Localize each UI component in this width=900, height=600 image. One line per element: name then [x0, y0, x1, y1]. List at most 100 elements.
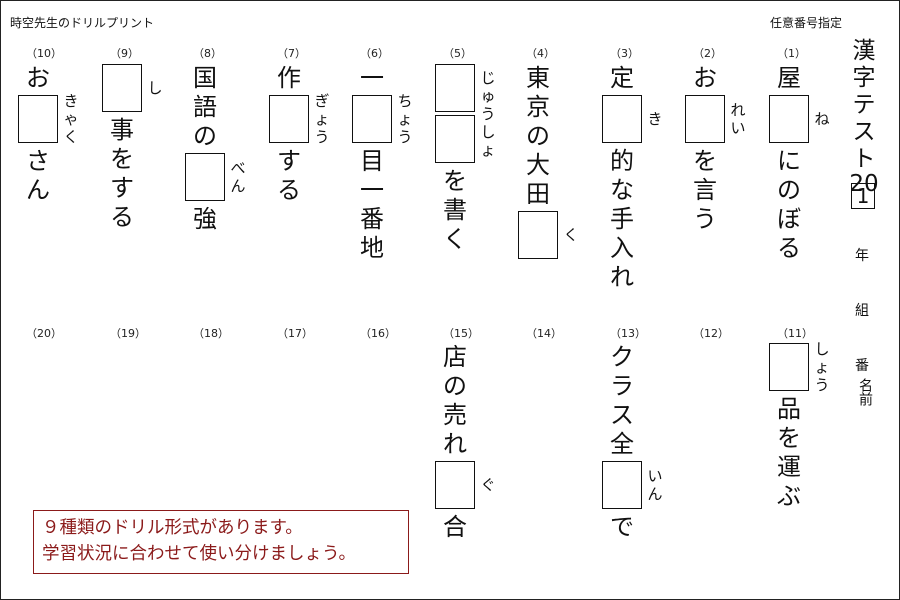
question-text: 事をする — [105, 116, 139, 232]
question-char: く — [443, 225, 467, 253]
reading-char: ょ — [397, 110, 413, 128]
reading-char: い — [730, 119, 746, 137]
reading-hint: しょう — [813, 340, 831, 394]
answer-box[interactable] — [435, 64, 475, 112]
question-char: ぶ — [777, 482, 801, 510]
reading-hint: ね — [813, 110, 831, 128]
question-text: 国語の — [188, 64, 222, 151]
question-char: る — [277, 176, 301, 204]
question-text: 定 — [605, 64, 639, 93]
question-char: 事 — [110, 116, 134, 144]
reading-hint: し — [146, 79, 164, 97]
reading-char: う — [397, 128, 413, 146]
question-char: 強 — [193, 205, 217, 233]
question-text: にのぼる — [772, 147, 806, 263]
reading-char: き — [647, 110, 663, 128]
title-year-prefix: 20 — [849, 171, 879, 197]
question-text: 強 — [188, 205, 222, 234]
question-char: を — [110, 145, 134, 173]
question-char: ク — [610, 343, 634, 371]
reading-char: ょ — [814, 358, 830, 376]
reading-char: ん — [647, 485, 663, 503]
question-char: れ — [610, 263, 634, 291]
title-char: テ — [852, 92, 876, 118]
question-text: を言う — [688, 147, 722, 234]
question-char: を — [693, 147, 717, 175]
answer-box[interactable] — [435, 461, 475, 509]
answer-box[interactable] — [18, 95, 58, 143]
reading-hint: いん — [646, 467, 664, 503]
question-text: 的な手入れ — [605, 147, 639, 292]
question-char: 全 — [610, 430, 634, 458]
reading-char: き — [63, 92, 79, 110]
question-char: る — [110, 203, 134, 231]
question-text: する — [272, 147, 306, 205]
question-char: ぼ — [777, 205, 801, 233]
question-char: 屋 — [777, 64, 801, 92]
question-number: （10） — [26, 47, 62, 60]
question-number: （18） — [193, 327, 229, 340]
question-char: 作 — [277, 64, 301, 92]
answer-box[interactable] — [685, 95, 725, 143]
question-number: （12） — [693, 327, 729, 340]
question-char: 語 — [193, 93, 217, 121]
reading-char: ゃ — [63, 110, 79, 128]
question-char: ん — [26, 176, 50, 204]
question-char: 東 — [526, 64, 550, 92]
question-text: を書く — [438, 167, 472, 254]
question-text: 一 — [355, 64, 389, 93]
question-char: の — [526, 122, 550, 150]
answer-box[interactable] — [352, 95, 392, 143]
question-text: お — [688, 64, 722, 93]
reading-hint: ぎょう — [313, 92, 331, 146]
reading-char: ぎ — [314, 92, 330, 110]
question-char: う — [693, 205, 717, 233]
answer-box[interactable] — [102, 64, 142, 112]
question-char: 品 — [777, 395, 801, 423]
question-text: 品を運ぶ — [772, 395, 806, 511]
reading-char: い — [647, 467, 663, 485]
reading-char: れ — [730, 101, 746, 119]
note-line-1: ９種類のドリル形式があります。 — [42, 518, 303, 538]
question-text: 作 — [272, 64, 306, 93]
question-number: （2） — [693, 47, 722, 60]
reading-char: う — [314, 128, 330, 146]
reading-char: ね — [814, 110, 830, 128]
reading-char: ゅ — [480, 86, 496, 105]
question-number: （7） — [277, 47, 306, 60]
question-number: （6） — [360, 47, 389, 60]
question-number: （20） — [26, 327, 62, 340]
question-char: 大 — [526, 151, 550, 179]
answer-box[interactable] — [435, 115, 475, 163]
question-char: さ — [26, 147, 50, 175]
question-number: （4） — [526, 47, 555, 60]
title-char: ス — [852, 119, 876, 145]
answer-box[interactable] — [185, 153, 225, 201]
question-char: 手 — [610, 205, 634, 233]
question-char: 運 — [777, 453, 801, 481]
question-char: を — [443, 167, 467, 195]
reading-char: く — [563, 226, 579, 244]
reading-char: し — [814, 340, 830, 358]
reading-char: じ — [480, 68, 496, 87]
question-char: 入 — [610, 234, 634, 262]
answer-box[interactable] — [602, 95, 642, 143]
question-number: （1） — [777, 47, 806, 60]
answer-box[interactable] — [769, 95, 809, 143]
answer-box[interactable] — [602, 461, 642, 509]
answer-box[interactable] — [769, 343, 809, 391]
question-char: る — [777, 234, 801, 262]
class-label: 組 — [855, 303, 869, 319]
reading-char: べ — [230, 159, 246, 177]
question-char: す — [110, 174, 134, 202]
question-number: （14） — [526, 327, 562, 340]
question-number: （5） — [443, 47, 472, 60]
reading-char: く — [63, 128, 79, 146]
answer-box[interactable] — [269, 95, 309, 143]
question-number: （8） — [193, 47, 222, 60]
question-char: 書 — [443, 196, 467, 224]
reading-hint: ぐ — [479, 476, 497, 494]
question-text: さん — [21, 147, 55, 205]
answer-box[interactable] — [518, 211, 558, 259]
question-char: な — [610, 176, 634, 204]
